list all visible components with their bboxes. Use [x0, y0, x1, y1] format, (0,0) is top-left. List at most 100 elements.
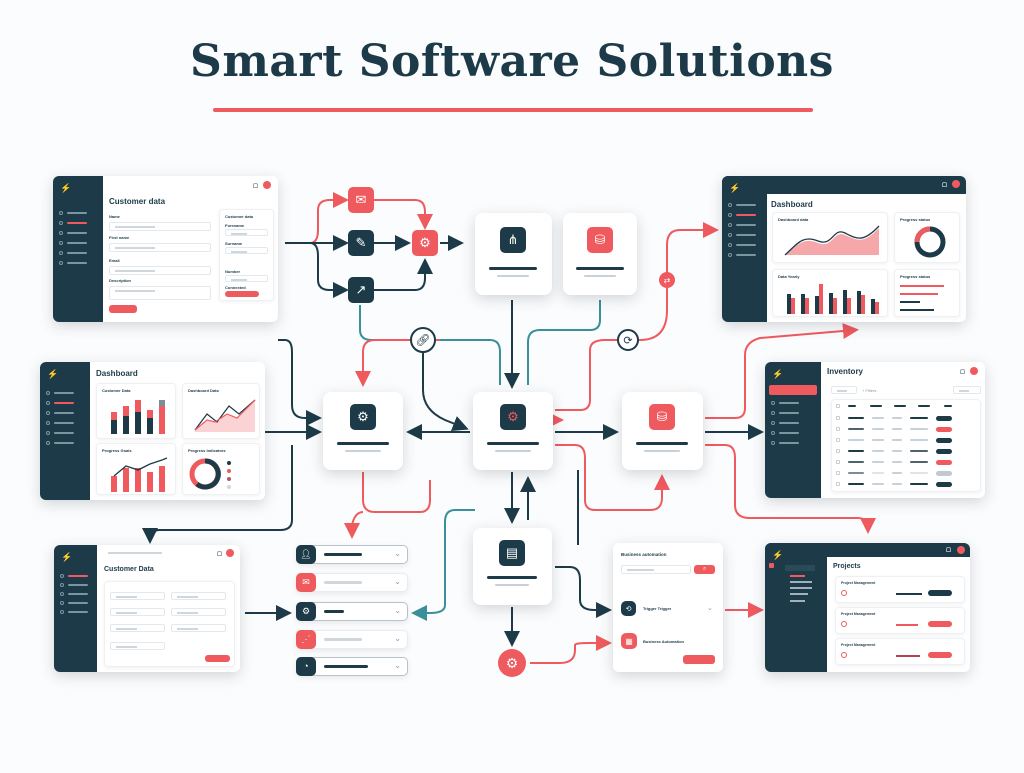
- sidebar-item[interactable]: [60, 609, 90, 614]
- bell-icon[interactable]: [946, 547, 951, 552]
- sidebar-item[interactable]: [59, 250, 89, 255]
- text-field[interactable]: [110, 624, 165, 632]
- table-row[interactable]: [836, 448, 976, 454]
- sidebar-item-active[interactable]: [769, 385, 817, 395]
- gear-icon[interactable]: ⚙: [412, 230, 438, 256]
- forename-select[interactable]: [225, 229, 268, 236]
- avatar[interactable]: [263, 181, 271, 189]
- sidebar-item[interactable]: [60, 591, 90, 596]
- list-item[interactable]: ✉⌄: [296, 572, 408, 592]
- table-header: [836, 403, 976, 409]
- avatar[interactable]: [970, 367, 978, 375]
- project-item[interactable]: Project Management: [835, 576, 965, 603]
- avatar[interactable]: [226, 549, 234, 557]
- table-row[interactable]: [836, 481, 976, 487]
- database-icon: ⛁: [587, 227, 613, 253]
- sidebar-item[interactable]: [46, 430, 76, 435]
- sidebar-item[interactable]: [60, 582, 90, 587]
- search-button[interactable]: ⌕: [694, 565, 715, 574]
- filters-button[interactable]: + Filters: [862, 388, 877, 393]
- sidebar-item[interactable]: [46, 390, 76, 395]
- text-field[interactable]: [110, 592, 165, 600]
- table-row[interactable]: [836, 459, 976, 465]
- sidebar-item-active[interactable]: [728, 212, 758, 217]
- search-input[interactable]: [621, 565, 691, 574]
- sidebar-item[interactable]: [46, 420, 76, 425]
- text-field[interactable]: [110, 642, 165, 650]
- mail-icon[interactable]: ✉: [348, 187, 374, 213]
- email-field[interactable]: [109, 266, 211, 275]
- link-icon[interactable]: 🔗︎: [410, 327, 436, 353]
- hierarchy-card[interactable]: ⋔: [475, 213, 552, 295]
- project-item[interactable]: Project Management: [835, 607, 965, 634]
- gear-icon[interactable]: ⚙: [498, 649, 526, 677]
- sidebar-item[interactable]: [771, 410, 801, 415]
- table-row[interactable]: [836, 437, 976, 443]
- submit-button[interactable]: [109, 305, 137, 313]
- sidebar-item[interactable]: [728, 232, 758, 237]
- sort-select[interactable]: [953, 386, 981, 394]
- sidebar-item[interactable]: [728, 222, 758, 227]
- sidebar-item-active[interactable]: [46, 400, 76, 405]
- project-item[interactable]: Project Management: [835, 638, 965, 665]
- surname-select[interactable]: [225, 247, 268, 254]
- text-field[interactable]: [171, 608, 226, 616]
- refresh-icon[interactable]: ⟳: [617, 329, 639, 351]
- description-field[interactable]: [109, 286, 211, 300]
- data-yearly-card: Data Yearly: [772, 269, 888, 317]
- chart-icon[interactable]: ↗: [348, 277, 374, 303]
- text-field[interactable]: [110, 608, 165, 616]
- sidebar-item[interactable]: [59, 230, 89, 235]
- database-card[interactable]: ⛁: [563, 213, 637, 295]
- sidebar-item[interactable]: [771, 430, 801, 435]
- sidebar-item[interactable]: [728, 202, 758, 207]
- edit-icon[interactable]: ✎: [348, 230, 374, 256]
- run-button[interactable]: [683, 655, 715, 664]
- sidebar-item[interactable]: [771, 400, 801, 405]
- document-card[interactable]: ▤: [473, 528, 552, 605]
- core-process-card[interactable]: ⚙: [473, 392, 553, 470]
- list-item[interactable]: ◔⌄: [296, 656, 408, 676]
- list-item[interactable]: ⚙⌄: [296, 601, 408, 621]
- number-field[interactable]: [225, 275, 268, 282]
- sidebar-item[interactable]: [60, 600, 90, 605]
- sidebar-item[interactable]: [728, 252, 758, 257]
- status-button[interactable]: [928, 652, 952, 658]
- database-settings-card[interactable]: ⛁: [622, 392, 703, 470]
- name-field[interactable]: [109, 222, 211, 231]
- share-icon[interactable]: ⇄: [659, 272, 675, 288]
- sidebar-item[interactable]: [59, 240, 89, 245]
- first-name-field[interactable]: [109, 243, 211, 252]
- sidebar-item[interactable]: [728, 242, 758, 247]
- chevron-down-icon[interactable]: ⌄: [707, 605, 713, 612]
- sidebar-item[interactable]: [59, 260, 89, 265]
- sidebar-item[interactable]: [771, 420, 801, 425]
- table-row[interactable]: [836, 426, 976, 432]
- bell-icon[interactable]: [960, 369, 965, 374]
- bell-icon[interactable]: [217, 551, 222, 556]
- status-button[interactable]: [928, 590, 952, 596]
- sidebar-item-active[interactable]: [60, 573, 90, 578]
- logo-icon: ⚡: [47, 369, 59, 379]
- list-item[interactable]: ⋰⌄: [296, 629, 408, 649]
- text-field[interactable]: [171, 592, 226, 600]
- table-row[interactable]: [836, 415, 976, 421]
- settings-card[interactable]: ⚙: [323, 392, 403, 470]
- bell-icon[interactable]: [942, 182, 947, 187]
- sidebar-item[interactable]: [771, 440, 801, 445]
- status-button[interactable]: [928, 621, 952, 627]
- table-row[interactable]: [836, 470, 976, 476]
- list-item[interactable]: 👤︎⌄: [296, 544, 408, 564]
- bell-icon[interactable]: [253, 183, 258, 188]
- sidebar-item-active[interactable]: [59, 220, 89, 225]
- customer-data-form-panel: ⚡ Customer data Name First name Email De…: [53, 176, 278, 322]
- sidebar-item[interactable]: [46, 440, 76, 445]
- avatar[interactable]: [952, 180, 960, 188]
- dropdown-select[interactable]: [171, 624, 226, 632]
- sidebar-item[interactable]: [59, 210, 89, 215]
- connect-button[interactable]: [225, 291, 259, 297]
- avatar[interactable]: [957, 546, 965, 554]
- sidebar-item[interactable]: [46, 410, 76, 415]
- search-input[interactable]: [831, 386, 857, 394]
- save-button[interactable]: [205, 655, 230, 662]
